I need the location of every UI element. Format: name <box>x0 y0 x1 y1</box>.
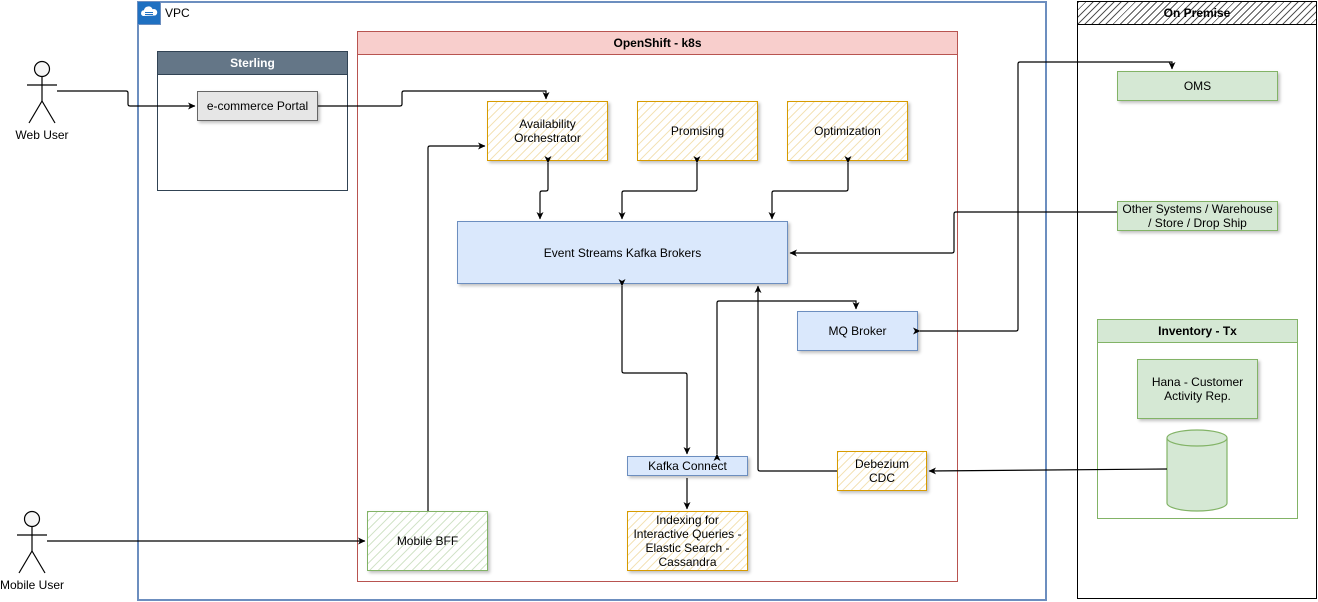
mobile-bff-box[interactable]: Mobile BFF <box>367 511 488 571</box>
vpc-label: VPC <box>165 6 190 20</box>
promising-box[interactable]: Promising <box>637 101 758 161</box>
mobile-user-actor-icon <box>17 510 47 574</box>
ecommerce-portal-box[interactable]: e-commerce Portal <box>197 91 318 121</box>
debezium-cdc-box[interactable]: Debezium CDC <box>837 451 927 491</box>
ibm-cloud-icon <box>137 1 161 25</box>
oms-box[interactable]: OMS <box>1117 71 1278 101</box>
hana-box[interactable]: Hana - Customer Activity Rep. <box>1137 359 1258 419</box>
kafka-connect-box[interactable]: Kafka Connect <box>627 456 748 476</box>
mobile-user-label: Mobile User <box>0 578 65 592</box>
sterling-title: Sterling <box>157 51 348 75</box>
web-user-label: Web User <box>15 128 69 142</box>
other-systems-box[interactable]: Other Systems / Warehouse / Store / Drop… <box>1117 201 1278 231</box>
mq-broker-box[interactable]: MQ Broker <box>797 311 918 351</box>
inventory-tx-title: Inventory - Tx <box>1097 319 1298 343</box>
availability-orchestrator-box[interactable]: Availability Orchestrator <box>487 101 608 161</box>
inventory-tx-container <box>1097 319 1298 519</box>
indexing-box[interactable]: Indexing for Interactive Queries - Elast… <box>627 511 748 571</box>
optimization-box[interactable]: Optimization <box>787 101 908 161</box>
on-premise-title: On Premise <box>1077 1 1317 25</box>
openshift-title: OpenShift - k8s <box>357 31 958 55</box>
kafka-brokers-box[interactable]: Event Streams Kafka Brokers <box>457 221 788 284</box>
web-user-actor-icon <box>27 60 57 124</box>
